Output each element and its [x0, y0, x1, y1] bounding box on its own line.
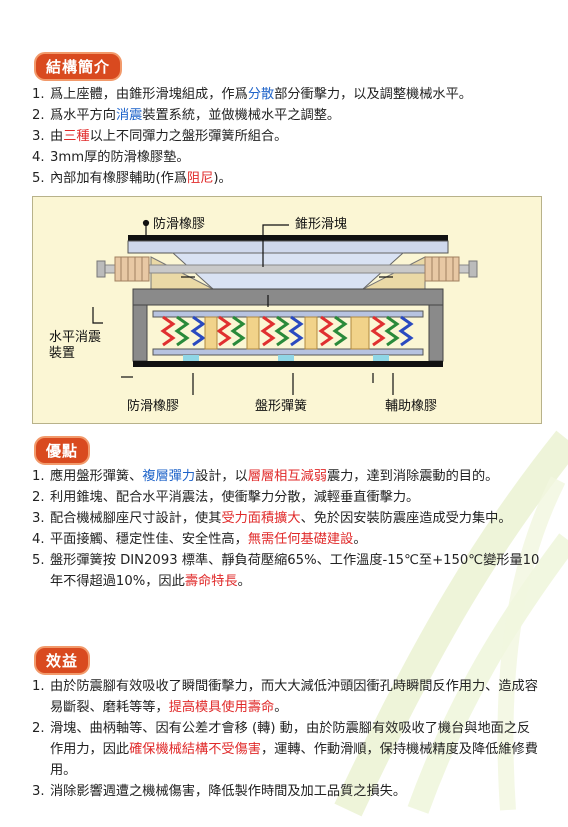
- structure-item: 1. 爲上座體，由錐形滑塊組成，作爲分散部分衝擊力，以及調整機械水平。: [32, 84, 472, 105]
- advantage-item-text: 層層相互減弱: [247, 469, 327, 484]
- structure-diagram: 防滑橡膠 錐形滑塊 水平消震 裝置 防滑橡膠 盤形彈簧 輔助橡膠: [32, 196, 542, 424]
- benefit-item-text: 確保機械結構不受傷害: [129, 742, 261, 757]
- structure-item: 3. 由三種以上不同彈力之盤形彈簧所組合。: [32, 126, 472, 147]
- benefit-item-number: 3.: [32, 784, 45, 799]
- structure-item-text: 分散: [247, 87, 275, 102]
- advantage-item-text: 壽命特長: [184, 574, 238, 589]
- advantage-item: 1. 應用盤形彈簧、複層彈力設計，以層層相互減弱震力，達到消除震動的目的。: [32, 466, 542, 487]
- structure-item: 4. 3mm厚的防滑橡膠墊。: [32, 147, 472, 168]
- label-cone-block: 錐形滑塊: [295, 216, 347, 232]
- benefits-section-tag: 效益: [34, 646, 91, 675]
- base-upper-frame: [132, 288, 444, 306]
- advantages-section-tag: 優點: [34, 436, 91, 465]
- advantage-item-text: 複層彈力: [142, 469, 196, 484]
- benefit-item-number: 1.: [32, 679, 45, 694]
- structure-item-text: 部分衝擊力，以及調整機械水平。: [274, 87, 472, 102]
- benefit-item-text: 。: [274, 700, 288, 715]
- advantages-list: 1. 應用盤形彈簧、複層彈力設計，以層層相互減弱震力，達到消除震動的目的。 2. 利用…: [32, 466, 542, 592]
- structure-item-text: 由: [50, 129, 64, 144]
- auxiliary-rubber-blocks: [204, 316, 370, 350]
- benefit-item-text: 提高模具使用壽命: [168, 700, 275, 715]
- structure-item-text: )。: [213, 171, 232, 186]
- label-disc-spring: 盤形彈簧: [255, 398, 307, 414]
- benefit-item-text: 滑塊、曲柄軸等、因有公差才會移 (轉) 動，由於防震腳有效吸收了機台與地面之反作…: [50, 721, 531, 757]
- horizontal-bolt: [100, 264, 474, 274]
- advantage-item-text: 配合機械腳座尺寸設計，使其: [50, 511, 222, 526]
- structure-item-text: 消震: [115, 108, 143, 123]
- benefit-item-text: 消除影響週遭之機械傷害，降低製作時間及加工品質之損失。: [50, 784, 407, 799]
- structure-item-text: 以上不同彈力之盤形彈簧所組合。: [89, 129, 288, 144]
- advantage-item-number: 2.: [32, 490, 45, 505]
- benefit-item-text: 由於防震腳有效吸收了瞬間衝擊力，而大大減低沖頭因衝孔時瞬間反作用力、造成容易斷裂…: [50, 679, 538, 715]
- advantage-item-text: 平面接觸、穩定性佳、安全性高，: [50, 532, 248, 547]
- structure-item-number: 2.: [32, 108, 45, 123]
- damper-cross-section-drawing: 防滑橡膠 錐形滑塊 水平消震 裝置 防滑橡膠 盤形彈簧 輔助橡膠: [47, 216, 478, 414]
- advantage-item-text: 盤形彈簧按 DIN2093 標準、靜負荷壓縮65%、工作溫度-15℃至+150℃…: [50, 553, 540, 589]
- right-bolt-spring: [424, 256, 478, 282]
- advantage-item: 2. 利用錐塊、配合水平消震法，使衝擊力分散，減輕垂直衝擊力。: [32, 487, 542, 508]
- spring-upper-plate: [152, 310, 424, 318]
- advantage-item-text: 無需任何基礎建設: [247, 532, 354, 547]
- advantage-item-text: 。: [353, 532, 367, 547]
- structure-item: 2. 爲水平方向消震裝置系統，並做機械水平之調整。: [32, 105, 472, 126]
- benefit-item: 1. 由於防震腳有效吸收了瞬間衝擊力，而大大減低沖頭因衝孔時瞬間反作用力、造成容易…: [32, 676, 542, 718]
- advantage-item-number: 5.: [32, 553, 45, 568]
- advantage-item-number: 1.: [32, 469, 45, 484]
- advantage-item-text: 震力，達到消除震動的目的。: [326, 469, 499, 484]
- base-cyan-pads: [183, 355, 389, 361]
- disc-spring-stack: [160, 315, 414, 347]
- advantage-item-number: 4.: [32, 532, 45, 547]
- structure-item-text: 三種: [63, 129, 90, 144]
- structure-item-number: 3.: [32, 129, 45, 144]
- advantage-item: 5. 盤形彈簧按 DIN2093 標準、靜負荷壓縮65%、工作溫度-15℃至+15…: [32, 550, 542, 592]
- advantage-item-text: 設計，以: [195, 469, 248, 484]
- structure-item: 5. 內部加有橡膠輔助(作爲阻尼)。: [32, 168, 472, 189]
- label-antislip-top: 防滑橡膠: [153, 216, 205, 232]
- top-antislip-rubber: [128, 235, 448, 241]
- structure-item-text: 內部加有橡膠輔助(作爲: [50, 171, 188, 186]
- label-antislip-bottom: 防滑橡膠: [127, 398, 179, 414]
- structure-item-number: 1.: [32, 87, 45, 102]
- benefit-item: 2. 滑塊、曲柄軸等、因有公差才會移 (轉) 動，由於防震腳有效吸收了機台與地面之…: [32, 718, 542, 781]
- advantage-item-text: 。: [237, 574, 251, 589]
- structure-item-number: 4.: [32, 150, 45, 165]
- left-bolt-spring: [96, 256, 150, 282]
- structure-item-text: 爲上座體，由錐形滑塊組成，作爲: [50, 87, 248, 102]
- bottom-antislip-rubber: [133, 361, 443, 367]
- advantage-item-text: 利用錐塊、配合水平消震法，使衝擊力分散，減輕垂直衝擊力。: [50, 490, 420, 505]
- benefit-item-text: ，運轉、作動滑順，保持機械精度及降低維修費用。: [50, 742, 538, 778]
- label-auxiliary-rubber: 輔助橡膠: [385, 399, 437, 414]
- advantage-item-text: 受力面積擴大: [221, 511, 301, 526]
- structure-list: 1. 爲上座體，由錐形滑塊組成，作爲分散部分衝擊力，以及調整機械水平。 2. 爲水平方…: [32, 84, 472, 189]
- benefit-item: 3. 消除影響週遭之機械傷害，降低製作時間及加工品質之損失。: [32, 781, 542, 802]
- top-plate: [127, 240, 449, 254]
- spring-lower-plate: [152, 348, 424, 356]
- advantage-item-number: 3.: [32, 511, 45, 526]
- structure-section-tag: 結構簡介: [34, 52, 123, 81]
- structure-item-text: 3mm厚的防滑橡膠墊。: [50, 150, 190, 165]
- structure-item-text: 裝置系統，並做機械水平之調整。: [142, 108, 341, 123]
- label-horizontal-damper-device: 裝置: [49, 346, 75, 361]
- benefits-list: 1. 由於防震腳有效吸收了瞬間衝擊力，而大大減低沖頭因衝孔時瞬間反作用力、造成容易…: [32, 676, 542, 802]
- benefit-item-number: 2.: [32, 721, 45, 736]
- structure-item-text: 爲水平方向: [50, 108, 116, 123]
- advantage-item: 4. 平面接觸、穩定性佳、安全性高，無需任何基礎建設。: [32, 529, 542, 550]
- advantage-item-text: 應用盤形彈簧、: [50, 469, 143, 484]
- structure-item-number: 5.: [32, 171, 45, 186]
- advantage-item: 3. 配合機械腳座尺寸設計，使其受力面積擴大、免於因安裝防震座造成受力集中。: [32, 508, 542, 529]
- structure-item-text: 阻尼: [187, 171, 214, 186]
- advantage-item-text: 、免於因安裝防震座造成受力集中。: [300, 511, 512, 526]
- label-horizontal-damper: 水平消震: [49, 330, 101, 345]
